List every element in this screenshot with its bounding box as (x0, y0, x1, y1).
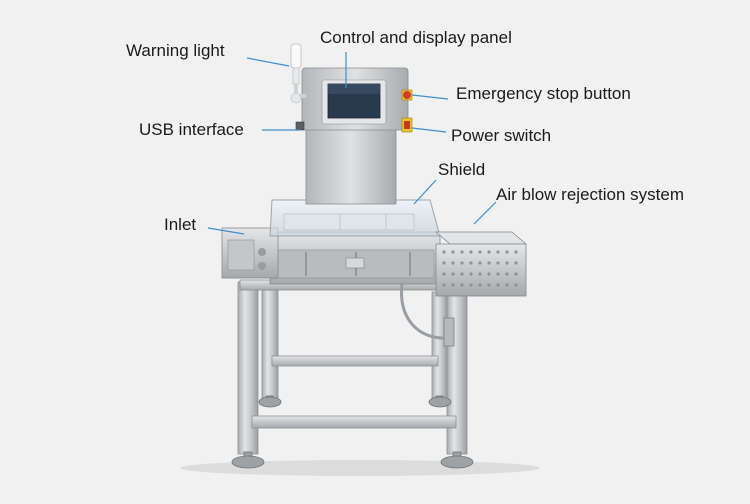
air-blow-rejection-box (434, 231, 528, 297)
perforation-hole (487, 283, 491, 287)
perforation-hole (442, 250, 446, 254)
frame-legs (237, 279, 469, 455)
label-usb-interface: USB interface (139, 120, 244, 139)
perforation-hole (451, 261, 455, 265)
perforation-hole (469, 283, 473, 287)
leader-power-switch (411, 127, 447, 133)
perforation-hole (478, 272, 482, 276)
perforation-hole (442, 261, 446, 265)
perforation-hole (487, 261, 491, 265)
perforation-hole (514, 261, 518, 265)
perforation-hole (451, 272, 455, 276)
perforation-hole (460, 250, 464, 254)
leader-shield (413, 179, 437, 205)
perforation-hole (505, 250, 509, 254)
air-cylinder (443, 317, 455, 347)
perforation-hole (505, 283, 509, 287)
perforation-hole (469, 250, 473, 254)
column (305, 119, 397, 205)
perforation-hole (478, 261, 482, 265)
frame-feet (231, 395, 474, 469)
leader-emergency-stop (411, 94, 449, 100)
control-box (301, 67, 409, 131)
power-switch (401, 117, 413, 133)
perforation-hole (496, 272, 500, 276)
label-warning-light: Warning light (126, 41, 225, 60)
leader-inlet (207, 227, 245, 235)
label-emergency-stop: Emergency stop button (456, 84, 631, 103)
emergency-stop-button (401, 89, 413, 101)
warning-light (290, 43, 306, 104)
perforation-hole (478, 250, 482, 254)
perforation-hole (487, 250, 491, 254)
shield (269, 199, 441, 237)
perforation-hole (514, 272, 518, 276)
leader-warning-light (246, 57, 290, 67)
perforation-hole (442, 272, 446, 276)
perforation-hole (496, 250, 500, 254)
perforation-hole (514, 283, 518, 287)
perforation-hole (478, 283, 482, 287)
perforation-hole (505, 261, 509, 265)
usb-port (295, 121, 305, 131)
perforation-hole (460, 261, 464, 265)
label-power-switch: Power switch (451, 126, 552, 145)
perforation-hole (460, 272, 464, 276)
perforation-hole (451, 283, 455, 287)
perforation-hole (514, 250, 518, 254)
label-air-blow: Air blow rejection system (496, 185, 685, 204)
perforation-hole (487, 272, 491, 276)
perforation-hole (442, 283, 446, 287)
perforation-hole (505, 272, 509, 276)
label-shield: Shield (438, 160, 486, 179)
perforation-hole (496, 261, 500, 265)
leader-air-blow (473, 201, 497, 225)
perforation-hole (451, 250, 455, 254)
perforation-hole (496, 283, 500, 287)
inlet-conveyor (221, 227, 279, 279)
perforation-hole (460, 283, 464, 287)
label-inlet: Inlet (164, 215, 197, 234)
conveyor-body (269, 231, 441, 285)
air-hose (400, 283, 449, 340)
perforation-hole (469, 261, 473, 265)
label-control-panel: Control and display panel (320, 28, 512, 47)
perforation-hole (469, 272, 473, 276)
leader-lines (207, 52, 497, 235)
